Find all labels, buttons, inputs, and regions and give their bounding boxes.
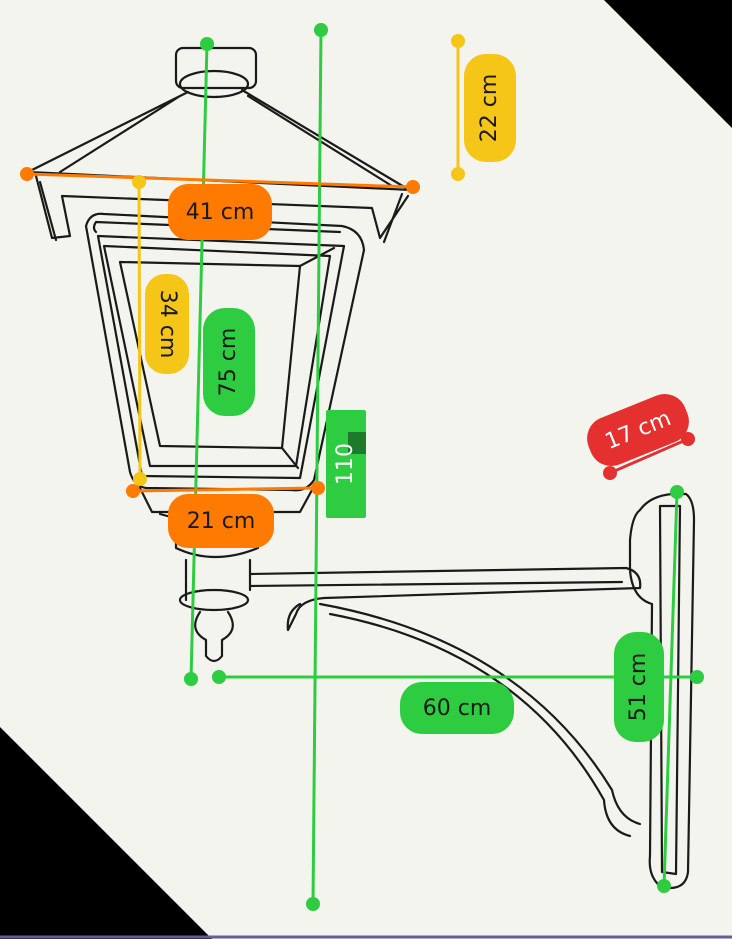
dim-line-51 bbox=[662, 490, 679, 888]
label-110-text: 110 bbox=[333, 443, 358, 485]
arm-curve bbox=[318, 602, 642, 838]
lantern-drawing bbox=[26, 46, 696, 890]
label-22cm-text: 22 cm bbox=[477, 74, 502, 143]
finial-ring bbox=[178, 69, 250, 99]
dim-line-110 bbox=[311, 28, 323, 906]
label-21cm-text: 21 cm bbox=[187, 509, 256, 534]
label-51cm-text: 51 cm bbox=[626, 653, 651, 722]
label-110: 110 bbox=[326, 410, 366, 518]
label-51cm: 51 cm bbox=[614, 632, 664, 742]
label-34cm-text: 34 cm bbox=[155, 290, 180, 359]
lantern-body-inner bbox=[96, 234, 346, 480]
label-75cm-text: 75 cm bbox=[216, 328, 241, 397]
label-22cm: 22 cm bbox=[464, 54, 516, 162]
label-41cm-text: 41 cm bbox=[186, 200, 255, 225]
label-60cm-text: 60 cm bbox=[423, 696, 492, 721]
roof bbox=[30, 88, 408, 190]
wall-arm bbox=[248, 566, 642, 632]
dim-line-41 bbox=[25, 172, 415, 189]
dimension-lines bbox=[20, 23, 704, 911]
drop-finial bbox=[194, 610, 234, 663]
dim-line-34 bbox=[137, 180, 142, 481]
dim-line-21 bbox=[131, 486, 320, 493]
label-75cm: 75 cm bbox=[203, 308, 255, 416]
label-60cm: 60 cm bbox=[400, 682, 514, 734]
finial-cap bbox=[174, 46, 258, 90]
label-21cm: 21 cm bbox=[168, 494, 274, 548]
dim-line-75 bbox=[189, 42, 209, 681]
label-41cm: 41 cm bbox=[168, 184, 272, 240]
label-34cm: 34 cm bbox=[145, 274, 189, 374]
label-17cm: 17 cm bbox=[587, 393, 689, 467]
